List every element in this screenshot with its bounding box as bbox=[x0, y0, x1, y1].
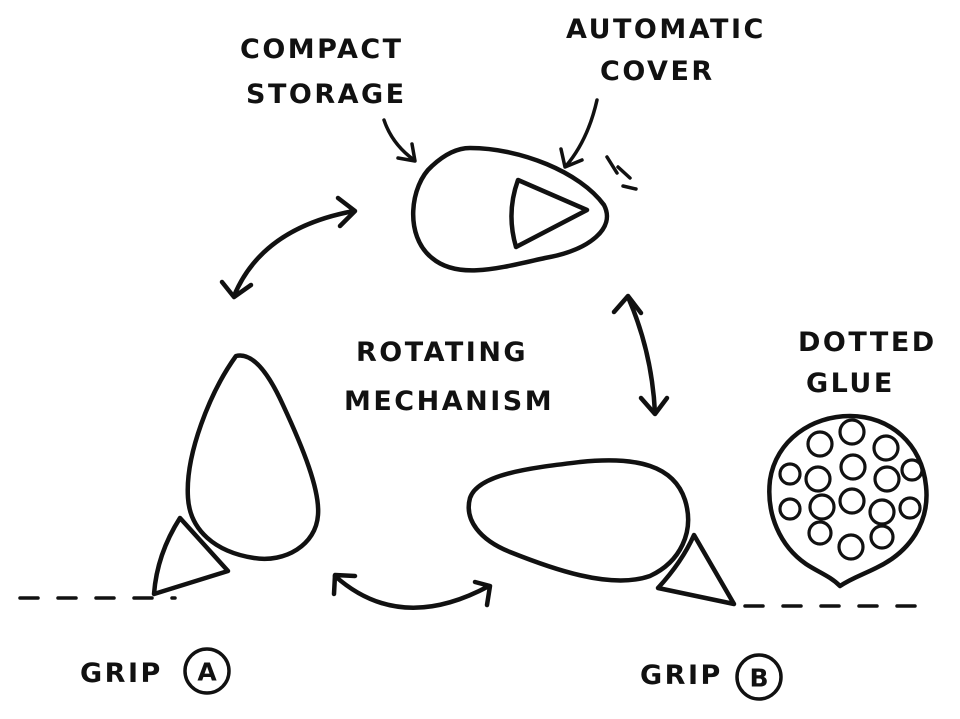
label-grip-a-word: GRIP bbox=[80, 658, 163, 689]
storage-triangle bbox=[509, 177, 590, 250]
label-grip-a: GRIP A bbox=[80, 647, 231, 695]
glue-dot bbox=[804, 465, 832, 493]
arrow-automatic-cover bbox=[559, 98, 599, 169]
label-grip-b-word: GRIP bbox=[640, 660, 723, 691]
glue-dot bbox=[873, 465, 901, 493]
glue-dot bbox=[872, 434, 900, 462]
label-automatic-cover: AUTOMATIC COVER bbox=[566, 14, 766, 87]
label-compact-storage-line2: STORAGE bbox=[246, 79, 407, 110]
glue-dot bbox=[900, 458, 924, 482]
label-automatic-cover-line1: AUTOMATIC bbox=[566, 14, 766, 45]
label-rotating-mechanism: ROTATING MECHANISM bbox=[344, 337, 554, 417]
glue-dot bbox=[806, 430, 834, 458]
glue-dot bbox=[807, 520, 833, 546]
label-dotted-glue-line2: GLUE bbox=[806, 368, 895, 399]
label-dotted-glue-line1: DOTTED bbox=[798, 327, 937, 358]
glue-dot bbox=[839, 453, 867, 481]
label-automatic-cover-line2: COVER bbox=[600, 56, 715, 87]
compact-storage-shape bbox=[410, 145, 638, 273]
glue-dot bbox=[778, 497, 802, 521]
label-grip-b: GRIP B bbox=[640, 653, 783, 701]
grip-a-shape bbox=[151, 353, 321, 597]
label-rotating-mechanism-line2: MECHANISM bbox=[344, 386, 554, 417]
rotation-arrow-right bbox=[611, 293, 670, 417]
glue-dot bbox=[838, 418, 866, 446]
glue-dot bbox=[778, 462, 802, 486]
grip-a-circle bbox=[183, 647, 231, 695]
label-dotted-glue: DOTTED GLUE bbox=[798, 327, 937, 399]
label-compact-storage-line1: COMPACT bbox=[240, 34, 404, 65]
glue-dot bbox=[838, 487, 866, 515]
dotted-glue-shape bbox=[767, 413, 929, 589]
glue-dot bbox=[808, 493, 836, 521]
grip-b-shape bbox=[466, 458, 737, 607]
grip-b-circle bbox=[735, 653, 783, 701]
label-grip-b-letter: B bbox=[749, 664, 768, 693]
glue-dot bbox=[868, 498, 896, 526]
rotation-arrow-bottom bbox=[331, 572, 493, 610]
label-compact-storage: COMPACT STORAGE bbox=[240, 34, 407, 110]
label-rotating-mechanism-line1: ROTATING bbox=[356, 337, 528, 368]
glue-dot bbox=[837, 533, 865, 561]
arrow-compact-storage bbox=[382, 118, 417, 163]
grip-a-triangle bbox=[151, 515, 231, 597]
glue-dot bbox=[869, 524, 895, 550]
rotation-arrow-top-left bbox=[219, 195, 358, 300]
glue-dot bbox=[898, 496, 922, 520]
grip-b-triangle bbox=[655, 532, 737, 607]
label-grip-a-letter: A bbox=[197, 658, 217, 687]
